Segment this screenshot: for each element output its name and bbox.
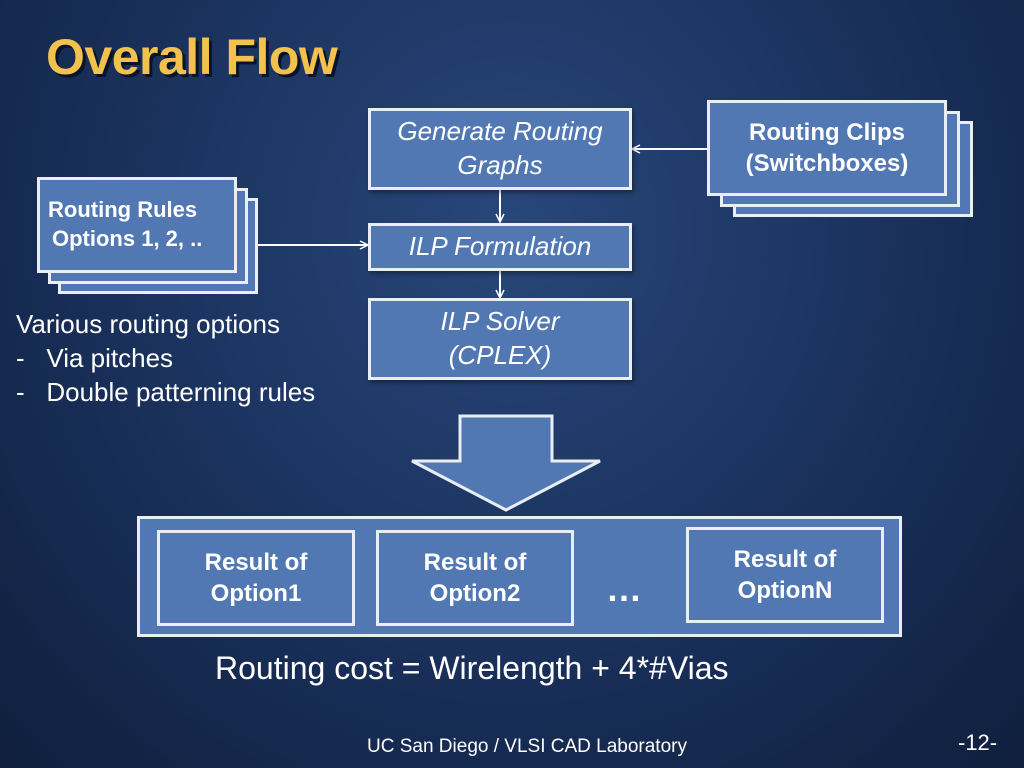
result1-line2: Option1 [210,580,302,607]
page-number: -12- [958,730,998,755]
ilp-formulation-box: ILP Formulation [368,223,632,271]
results-ellipsis: … [606,568,644,609]
result-option1-box: Result of Option1 [157,530,355,626]
ilp-solver-box: ILP Solver (CPLEX) [368,298,632,380]
slide-title: Overall Flow [46,29,338,85]
result-option2-box: Result of Option2 [376,530,574,626]
routing-clips-line1: Routing Clips [749,118,905,146]
result1-line1: Result of [204,548,308,576]
generate-graphs-line1: Generate Routing [397,116,603,147]
result2-line2: Option2 [429,580,521,607]
resultN-line2: OptionN [737,577,833,604]
ilp-formulation-label: ILP Formulation [408,231,592,262]
routing-cost-formula: Routing cost = Wirelength + 4*#Vias [215,650,729,686]
note-item-via-pitches: - Via pitches [16,343,174,373]
routing-clips-line2: (Switchboxes) [745,150,909,177]
routing-options-note: Various routing options - Via pitches - … [16,307,315,409]
big-down-arrow-icon [411,414,601,512]
routing-rules-box: Routing Rules Options 1, 2, .. [37,177,237,273]
result2-line1: Result of [423,548,527,576]
note-heading: Various routing options [16,309,281,339]
result-optionN-box: Result of OptionN [686,527,884,623]
ilp-solver-line2: (CPLEX) [448,340,552,370]
resultN-line1: Result of [733,545,837,573]
slide-footer: UC San Diego / VLSI CAD Laboratory [367,736,687,757]
routing-rules-line1: Routing Rules [48,197,198,223]
note-item-double-patterning: - Double patterning rules [16,377,316,407]
generate-graphs-line2: Graphs [457,150,543,180]
routing-clips-box: Routing Clips (Switchboxes) [707,100,947,196]
ilp-solver-line1: ILP Solver [440,306,560,337]
generate-routing-graphs-box: Generate Routing Graphs [368,108,632,190]
routing-rules-line2: Options 1, 2, .. [52,226,203,251]
